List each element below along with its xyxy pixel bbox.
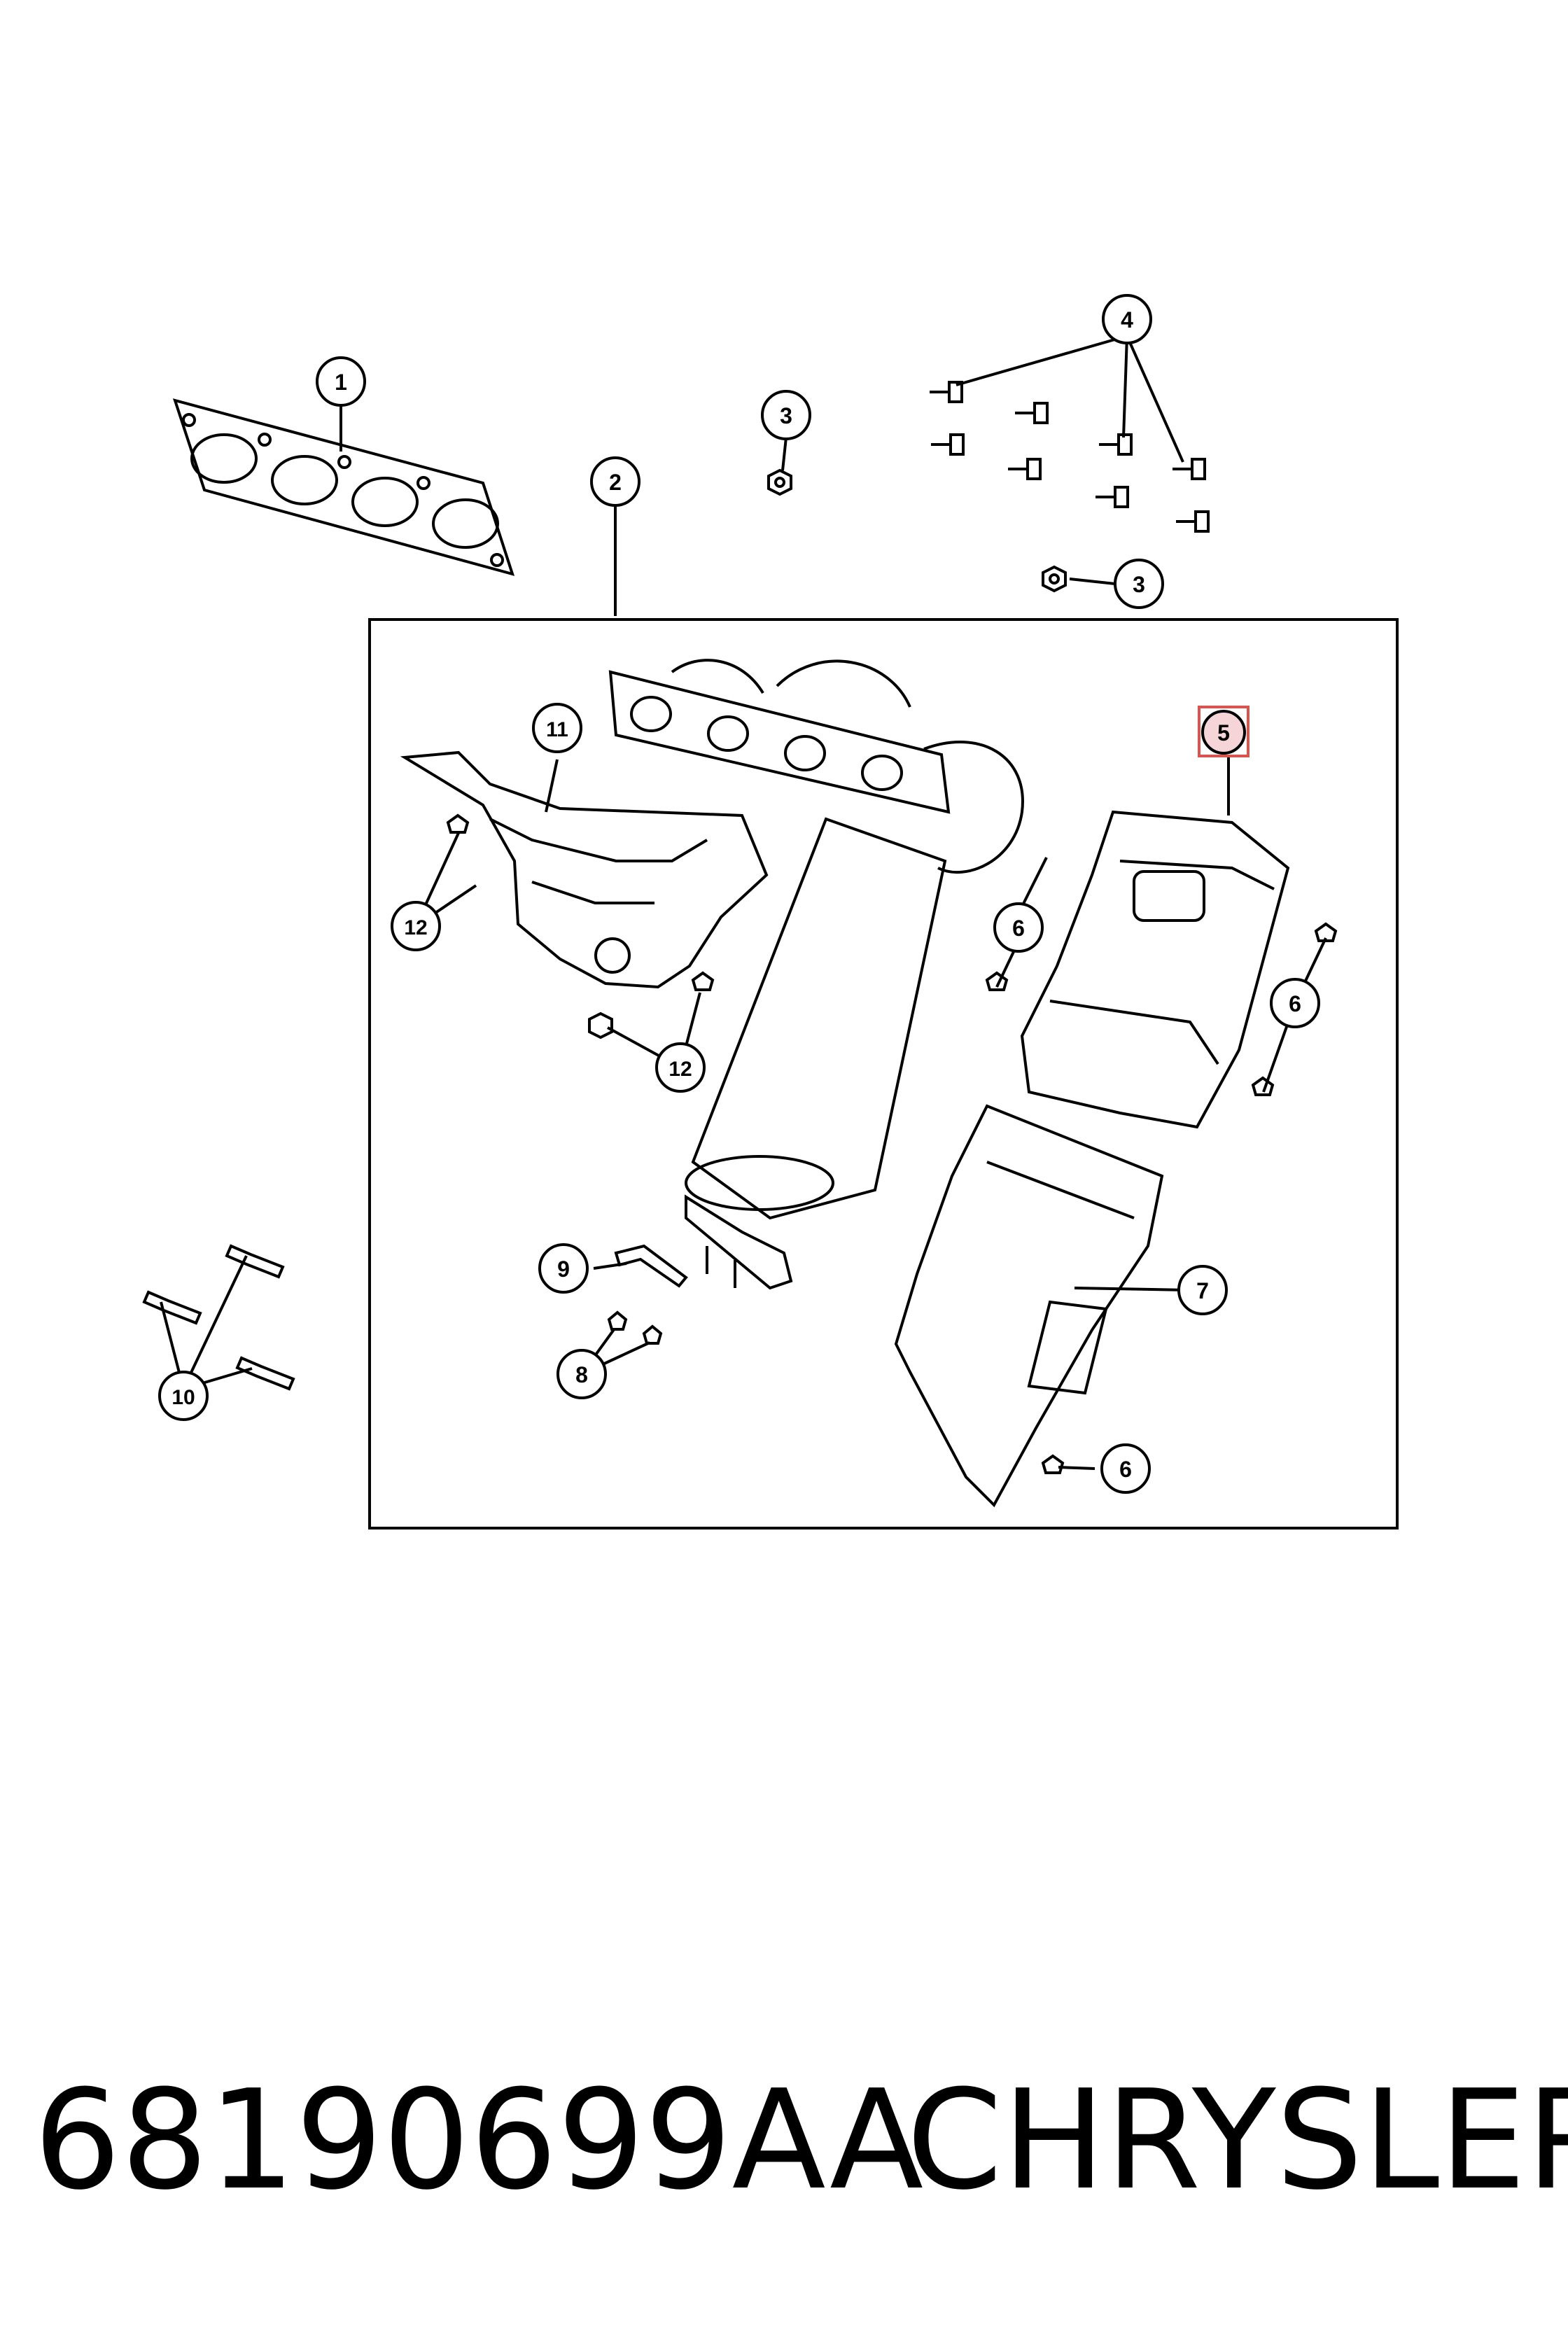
callout-8[interactable]: 8 (556, 1349, 607, 1399)
highlight-box (1198, 706, 1250, 757)
manifold-gasket[interactable] (172, 398, 515, 576)
leader-lines (160, 335, 1327, 1470)
callout-3-top[interactable]: 3 (761, 390, 811, 440)
callout-4-label: 4 (1121, 307, 1133, 332)
studs-part-4[interactable] (930, 381, 1210, 533)
upper-heat-shield-part-11[interactable] (400, 750, 769, 989)
callout-1-label: 1 (335, 370, 347, 395)
callout-7[interactable]: 7 (1177, 1265, 1228, 1315)
callout-11-label: 11 (546, 718, 568, 741)
bolts-part-10[interactable] (142, 1244, 295, 1391)
callout-8-label: 8 (575, 1362, 588, 1387)
callout-3-right[interactable]: 3 (1114, 559, 1164, 609)
heat-shield-part-5[interactable] (1020, 810, 1290, 1129)
callout-10[interactable]: 10 (158, 1371, 209, 1421)
callout-3-top-label: 3 (780, 403, 792, 428)
callout-6-right[interactable]: 6 (1270, 978, 1320, 1028)
callout-4[interactable]: 4 (1102, 294, 1152, 344)
callout-12-left[interactable]: 12 (391, 901, 441, 951)
callout-6-bottom[interactable]: 6 (1100, 1443, 1151, 1494)
callout-6-middle[interactable]: 6 (993, 902, 1044, 953)
callout-3-right-label: 3 (1133, 572, 1145, 597)
callout-2[interactable]: 2 (590, 456, 640, 507)
callout-5-highlighted[interactable]: 5 (1198, 706, 1250, 757)
manifold-converter-part-2[interactable] (608, 659, 1024, 1290)
callout-6-bottom-label: 6 (1119, 1457, 1132, 1482)
lower-heat-shield-part-7[interactable] (894, 1104, 1164, 1508)
assembly-frame (368, 618, 1399, 1530)
callout-5-label: 5 (1217, 720, 1230, 746)
part-number: 68190699AA (34, 2061, 924, 2220)
callout-6-middle-label: 6 (1012, 916, 1025, 941)
callout-12-center-label: 12 (668, 1058, 692, 1081)
callout-7-label: 7 (1196, 1278, 1209, 1303)
callout-12-center[interactable]: 12 (655, 1042, 706, 1093)
callout-2-label: 2 (609, 470, 622, 495)
callout-6-right-label: 6 (1289, 991, 1301, 1016)
callout-9-label: 9 (557, 1256, 570, 1282)
brand-name: CHRYSLER (906, 2061, 1568, 2220)
callout-10-label: 10 (172, 1386, 195, 1409)
callout-11[interactable]: 11 (532, 703, 582, 753)
callout-12-left-label: 12 (404, 916, 427, 939)
callout-9[interactable]: 9 (538, 1243, 589, 1294)
callout-1[interactable]: 1 (316, 356, 366, 407)
nut-part-3[interactable] (767, 468, 1067, 593)
small-fasteners[interactable] (446, 813, 1338, 1474)
